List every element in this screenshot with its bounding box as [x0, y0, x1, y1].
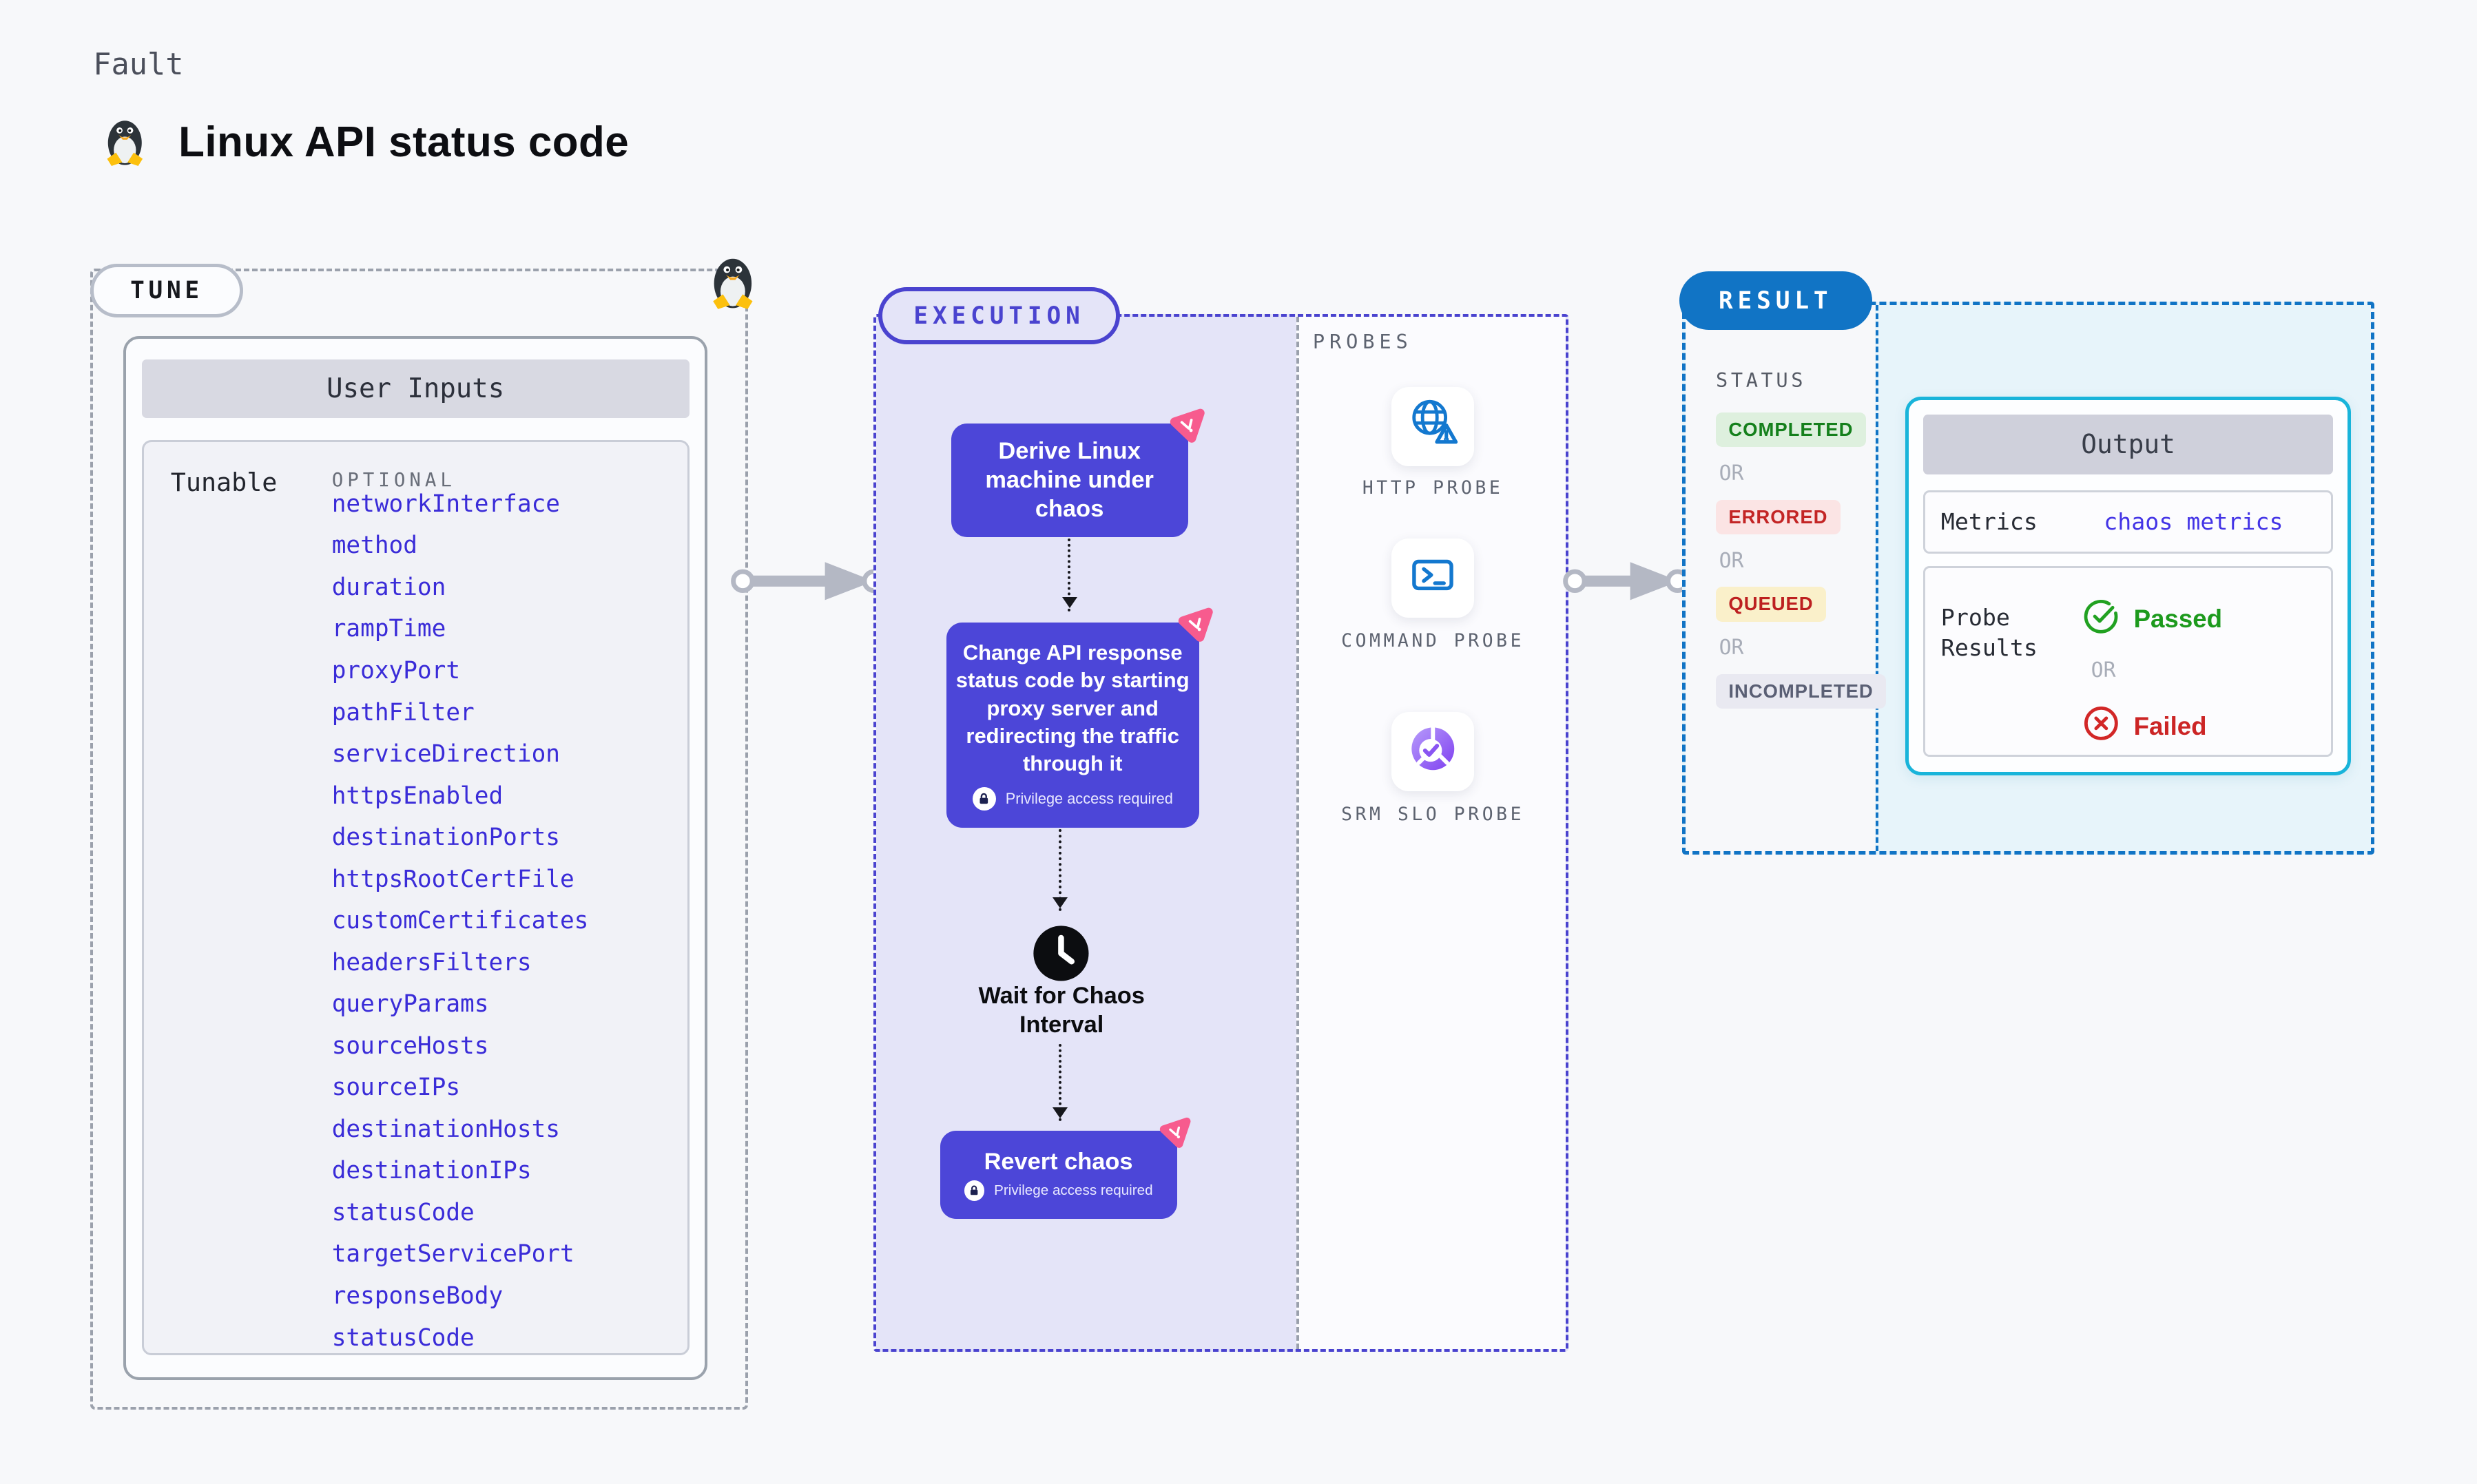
privilege-label: Privilege access required: [1005, 789, 1173, 807]
command-probe-card: [1391, 539, 1474, 618]
result-pill: RESULT: [1679, 271, 1872, 331]
tunable-link[interactable]: destinationIPs: [331, 1157, 532, 1185]
tunable-link[interactable]: pathFilter: [331, 698, 475, 727]
passed-row: Passed: [2083, 598, 2222, 640]
execution-pill: EXECUTION: [878, 287, 1120, 344]
tunable-link[interactable]: httpsRootCertFile: [331, 865, 574, 893]
wait-step-label: Wait for Chaos Interval: [978, 983, 1145, 1038]
tunable-link[interactable]: networkInterface: [331, 490, 560, 518]
failed-row: Failed: [2083, 705, 2207, 748]
flow-connector: [1053, 829, 1067, 912]
chaos-experiment-icon: [1172, 603, 1216, 654]
tunable-link[interactable]: duration: [331, 573, 446, 601]
output-header: Output: [1922, 414, 2334, 474]
tunable-link[interactable]: statusCode: [331, 1198, 475, 1226]
result-section: STATUS COMPLETED OR ERRORED OR QUEUED OR…: [1682, 302, 2374, 855]
step-change-status-code: Change API response status code by start…: [946, 607, 1213, 828]
tune-to-execution-arrow-icon: [730, 561, 886, 608]
http-probe-label: HTTP PROBE: [1362, 477, 1504, 499]
or-label: OR: [1719, 636, 1744, 660]
failed-label: Failed: [2133, 712, 2207, 741]
status-badge-queued: QUEUED: [1716, 587, 1826, 622]
terminal-icon: [1406, 548, 1460, 608]
tune-section: [90, 268, 748, 1410]
metrics-row: Metrics chaos metrics: [1922, 490, 2334, 554]
user-inputs-header: User Inputs: [141, 359, 690, 419]
tunable-link[interactable]: httpsEnabled: [331, 782, 504, 810]
tunable-link[interactable]: sourceHosts: [331, 1032, 489, 1060]
tunables-list: networkInterface method duration rampTime pr…: [332, 483, 589, 1359]
srm-slo-probe-card: [1391, 712, 1474, 791]
optional-label: OPTIONAL: [331, 469, 456, 492]
status-label: STATUS: [1716, 368, 1807, 392]
tunable-link[interactable]: responseBody: [331, 1282, 504, 1310]
globe-alert-icon: [1405, 395, 1462, 458]
privilege-label: Privilege access required: [994, 1182, 1153, 1199]
or-label: OR: [2091, 658, 2116, 682]
step-text: Revert chaos: [984, 1149, 1133, 1175]
status-badge-errored: ERRORED: [1716, 499, 1841, 534]
check-circle-icon: [2083, 598, 2120, 640]
tunable-link[interactable]: method: [331, 532, 417, 560]
chaos-experiment-icon: [1154, 1114, 1194, 1159]
tunable-link[interactable]: statusCode: [331, 1324, 475, 1352]
step-derive-machine: Derive Linux machine under chaos: [951, 408, 1205, 537]
status-badge-incompleted: INCOMPLETED: [1716, 673, 1887, 709]
command-probe-label: COMMAND PROBE: [1341, 631, 1525, 652]
or-label: OR: [1719, 461, 1744, 485]
tunable-link[interactable]: headersFilters: [331, 948, 532, 976]
tunable-link[interactable]: rampTime: [331, 615, 446, 643]
or-label: OR: [1719, 548, 1744, 573]
clock-icon: [1032, 924, 1090, 989]
tunable-link[interactable]: destinationHosts: [331, 1115, 560, 1143]
probes-label: PROBES: [1312, 330, 1413, 354]
passed-label: Passed: [2133, 605, 2223, 634]
user-inputs-card: User Inputs Tunable OPTIONAL networkInte…: [123, 336, 708, 1381]
status-column: COMPLETED OR ERRORED OR QUEUED OR INCOMP…: [1716, 412, 1887, 709]
tunable-link[interactable]: sourceIPs: [331, 1074, 461, 1102]
tunable-label: Tunable: [170, 467, 278, 497]
chaos-experiment-icon: [1164, 404, 1208, 454]
tunables-panel: Tunable OPTIONAL networkInterface method d…: [141, 440, 690, 1356]
tunable-link[interactable]: serviceDirection: [331, 740, 560, 769]
tunable-link[interactable]: targetServicePort: [331, 1240, 574, 1268]
tunable-link[interactable]: customCertificates: [331, 907, 589, 935]
probe-results-row: Probe Results Passed OR: [1922, 565, 2334, 757]
fault-kicker: Fault: [93, 47, 184, 82]
tunable-link[interactable]: queryParams: [331, 990, 489, 1018]
probes-divider: [1296, 317, 1299, 1350]
page-title: Linux API status code: [178, 118, 630, 166]
slo-donut-icon: [1405, 720, 1462, 784]
metrics-label: Metrics: [1940, 508, 2038, 536]
execution-to-result-arrow-icon: [1562, 561, 1690, 608]
tunable-link[interactable]: destinationPorts: [331, 824, 560, 852]
tunable-link[interactable]: proxyPort: [331, 657, 461, 684]
status-badge-completed: COMPLETED: [1716, 412, 1866, 448]
flow-connector: [1062, 539, 1077, 612]
result-divider: [1875, 305, 1878, 851]
x-circle-icon: [2083, 705, 2120, 748]
linux-penguin-icon: [96, 111, 154, 174]
step-text: Change API response status code by start…: [955, 640, 1190, 775]
step-revert-chaos: Revert chaos Privilege access required: [940, 1117, 1191, 1220]
http-probe-card: [1391, 386, 1474, 466]
lock-icon: [964, 1180, 985, 1202]
privilege-row: Privilege access required: [972, 786, 1173, 811]
tune-pill: TUNE: [90, 263, 244, 317]
privilege-row: Privilege access required: [964, 1180, 1153, 1202]
output-box: Output Metrics chaos metrics Probe Resul…: [1905, 397, 2351, 776]
metrics-value: chaos metrics: [2104, 508, 2283, 536]
title-row: Linux API status code: [96, 111, 629, 174]
linux-penguin-icon: [701, 248, 765, 317]
step-text: Derive Linux machine under chaos: [985, 437, 1154, 523]
srm-slo-probe-label: SRM SLO PROBE: [1341, 804, 1525, 826]
flow-connector: [1053, 1043, 1067, 1122]
lock-icon: [972, 786, 996, 811]
probe-results-label: Probe Results: [1940, 604, 2038, 661]
